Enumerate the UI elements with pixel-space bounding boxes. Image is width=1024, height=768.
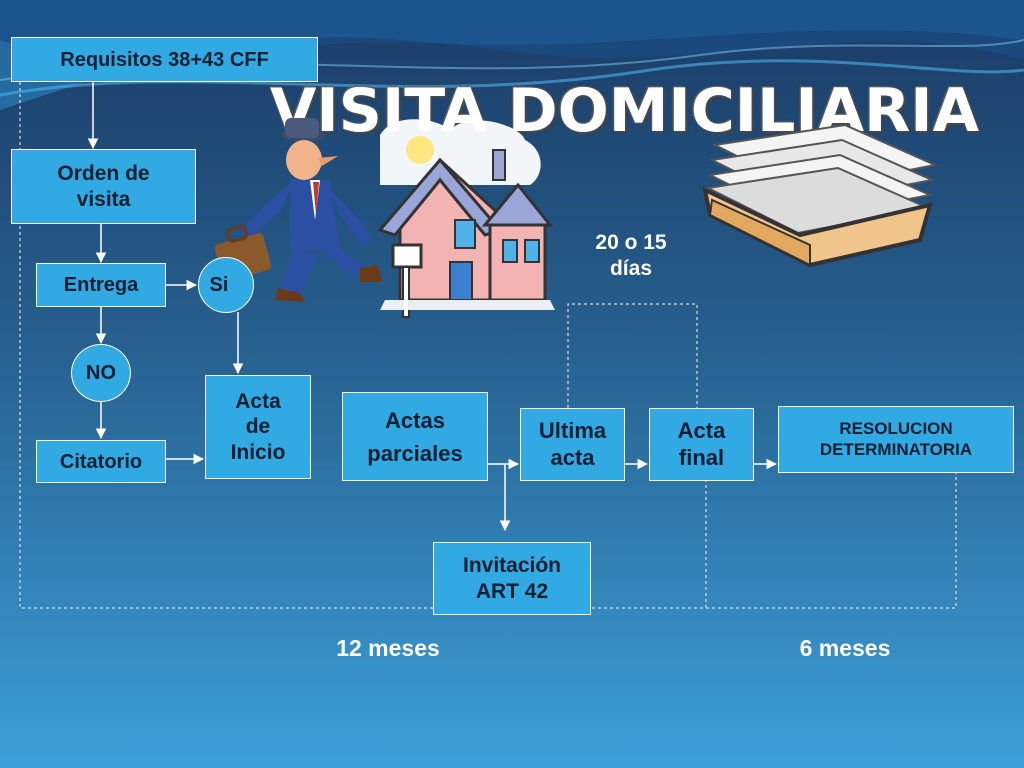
- actas-label-1: Actas: [385, 407, 445, 433]
- dashed-6-meses: [706, 473, 957, 609]
- acta-final-label-1: Acta: [677, 418, 726, 444]
- orden-label-1: Orden de: [57, 162, 150, 186]
- no-label: NO: [86, 361, 116, 384]
- dias-label: 20 o 15 días: [576, 230, 686, 283]
- invitacion-label-1: Invitación: [462, 554, 562, 578]
- no-node: NO: [71, 344, 131, 402]
- invitacion-label-2: ART 42: [475, 579, 549, 603]
- acta-inicio-node: Acta de Inicio: [205, 375, 311, 479]
- ultima-acta-node: Ultima acta: [520, 408, 625, 481]
- acta-final-node: Acta final: [649, 408, 754, 481]
- entrega-label: Entrega: [63, 274, 139, 296]
- acta-final-label-2: final: [678, 444, 725, 470]
- acta-inicio-label-3: Inicio: [230, 440, 286, 464]
- ultima-label-1: Ultima: [538, 418, 607, 444]
- citatorio-node: Citatorio: [36, 440, 166, 483]
- invitacion-node: Invitación ART 42: [433, 542, 591, 615]
- resolucion-node: RESOLUCION DETERMINATORIA: [778, 406, 1014, 473]
- orden-visita-node: Orden de visita: [11, 149, 196, 224]
- orden-label-2: visita: [76, 187, 131, 211]
- acta-inicio-label-2: de: [245, 415, 271, 439]
- si-node: Si: [198, 257, 254, 313]
- doce-meses-label: 12 meses: [336, 635, 440, 661]
- requisitos-label: Requisitos 38+43 CFF: [60, 48, 269, 71]
- si-label: Si: [209, 273, 229, 296]
- seis-meses-label: 6 meses: [799, 635, 891, 661]
- resolucion-label-1: RESOLUCION: [839, 419, 953, 439]
- dashed-20-dias: [567, 303, 698, 408]
- resolucion-label-2: DETERMINATORIA: [819, 439, 973, 459]
- walking-businessman-icon: [214, 118, 382, 302]
- ultima-label-2: acta: [550, 444, 595, 470]
- actas-parciales-node: Actas parciales: [342, 392, 488, 481]
- dias-label-2: días: [609, 257, 653, 281]
- requisitos-node: Requisitos 38+43 CFF: [11, 37, 318, 82]
- paper-stack-tray-icon: [702, 123, 939, 268]
- entrega-node: Entrega: [36, 263, 166, 307]
- acta-inicio-label-1: Acta: [235, 390, 281, 414]
- dias-label-1: 20 o 15: [595, 231, 667, 254]
- house-icon: [377, 119, 555, 318]
- actas-label-2: parciales: [367, 440, 463, 466]
- citatorio-label: Citatorio: [59, 450, 143, 473]
